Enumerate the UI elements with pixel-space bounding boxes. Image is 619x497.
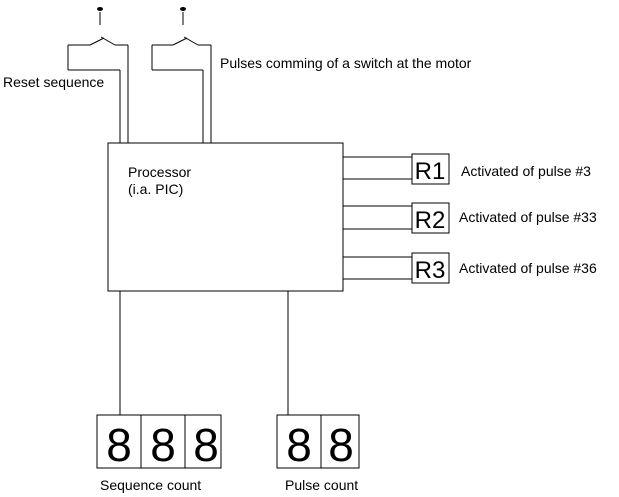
sequence-count-label: Sequence count: [100, 477, 201, 493]
reset-switch-label: Reset sequence: [3, 74, 104, 90]
relay-r2-desc: Activated of pulse #33: [459, 209, 597, 225]
processor-label: Processor: [128, 164, 191, 180]
reset-switch: [67, 7, 129, 143]
relay-r1-desc: Activated of pulse #3: [461, 163, 591, 179]
sequence-digit-1: 8: [106, 419, 132, 471]
relay-r3: R3: [411, 252, 450, 284]
sequence-count-display: 8 8 8: [96, 414, 222, 471]
relay-r2: R2: [411, 202, 450, 234]
pulse-digit-2: 8: [328, 419, 354, 471]
relay-r3-desc: Activated of pulse #36: [459, 260, 597, 276]
relay-wires: [343, 156, 412, 280]
pulse-digit-1: 8: [286, 419, 312, 471]
relay-r3-id: R3: [415, 257, 446, 284]
pulse-count-label: Pulse count: [285, 477, 358, 493]
sequence-digit-3: 8: [193, 419, 219, 471]
sequence-digit-2: 8: [150, 419, 176, 471]
relay-r1: R1: [411, 153, 450, 185]
pulse-switch: [151, 7, 212, 143]
relay-r2-id: R2: [415, 207, 446, 234]
processor-sublabel: (i.a. PIC): [128, 181, 183, 197]
pulse-switch-label: Pulses comming of a switch at the motor: [220, 55, 472, 71]
processor-box: [107, 142, 344, 292]
pulse-count-display: 8 8: [276, 414, 360, 471]
relay-r1-id: R1: [415, 158, 446, 185]
